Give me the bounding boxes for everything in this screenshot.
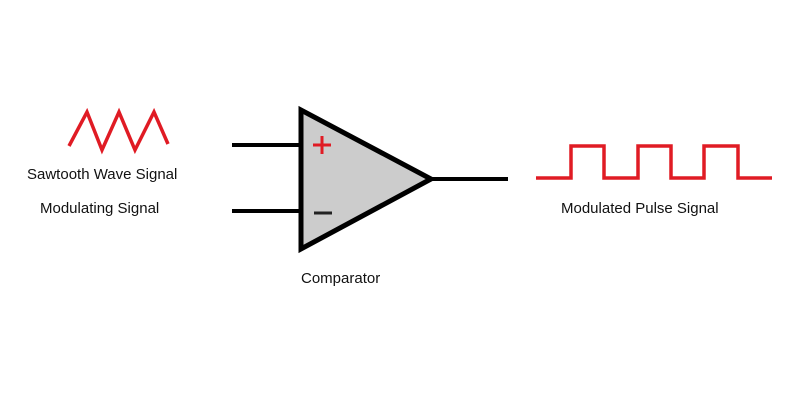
pulse-wave (536, 144, 772, 180)
modulating-label: Modulating Signal (40, 200, 160, 217)
comparator-label: Comparator (301, 270, 381, 287)
output-label: Modulated Pulse Signal (561, 200, 719, 217)
comparator-triangle (298, 105, 437, 254)
sawtooth-wave (67, 107, 170, 155)
plus-sign (313, 136, 331, 154)
sawtooth-label: Sawtooth Wave Signal (27, 166, 178, 183)
